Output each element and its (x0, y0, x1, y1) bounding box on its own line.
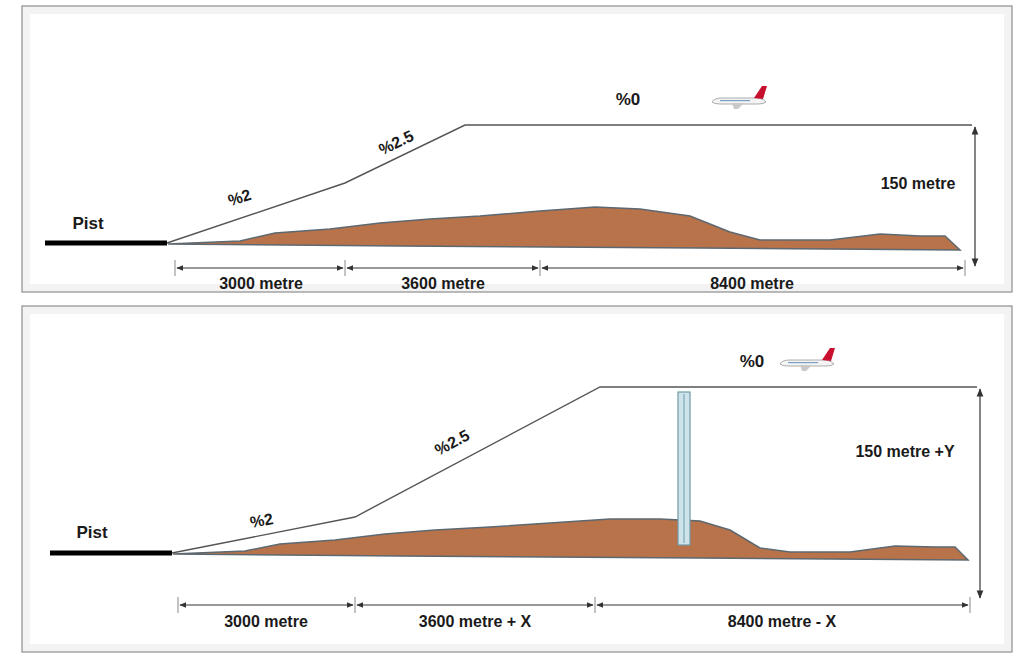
slope-label: %2 (226, 186, 253, 210)
obstacle-surface (172, 387, 977, 553)
dimension-line (597, 605, 968, 606)
runway (50, 551, 172, 556)
panel-ground (30, 14, 1004, 284)
slope-label: %2.5 (376, 127, 416, 159)
height-label: 150 metre (881, 175, 956, 193)
dimension-label: 3000 metre (224, 613, 308, 631)
obstacle-surface (167, 125, 972, 243)
tower-obstacle (683, 394, 685, 543)
dimension-label: 8400 metre (710, 275, 794, 293)
dimension-label: 3000 metre (219, 275, 303, 293)
slope-label: %2.5 (432, 427, 472, 460)
airplane (780, 348, 835, 371)
height-label: 150 metre +Y (855, 443, 954, 461)
runway (45, 241, 167, 246)
tower-obstacle (678, 392, 690, 545)
panel-ground (30, 314, 1004, 644)
terrain (168, 207, 960, 250)
runway-label: Pist (72, 215, 103, 234)
dimension-label: 8400 metre - X (728, 613, 837, 631)
slope-label: %0 (740, 353, 765, 372)
airplane (712, 86, 767, 109)
runway-label: Pist (76, 524, 107, 543)
dimension-line (542, 268, 963, 269)
dimension-label: 3600 metre (401, 275, 485, 293)
dimension-line (357, 605, 593, 606)
height-arrow (974, 127, 975, 266)
slope-label: %2 (249, 510, 275, 532)
terrain (173, 519, 968, 560)
dimension-line (347, 268, 538, 269)
dimension-line (180, 605, 353, 606)
dimension-label: 3600 metre + X (419, 613, 532, 631)
slope-label: %0 (616, 91, 641, 110)
dimension-line (177, 268, 343, 269)
dimension-ticks (178, 597, 970, 613)
panel-frame (22, 306, 1012, 652)
panel-frame (22, 6, 1012, 292)
dimension-ticks (175, 260, 965, 276)
height-arrow (979, 389, 980, 598)
